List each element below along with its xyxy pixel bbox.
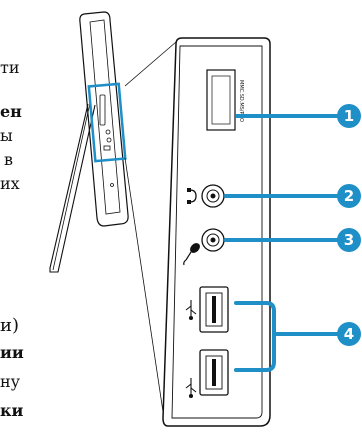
callout-lines bbox=[224, 114, 342, 372]
callout-3: 3 bbox=[337, 228, 361, 252]
text-fragment-5: их bbox=[0, 174, 20, 193]
headphone-icon bbox=[187, 188, 197, 204]
text-fragment-2: ен bbox=[0, 102, 22, 121]
zoom-line-bottom bbox=[124, 157, 166, 426]
usb-port-1 bbox=[199, 286, 229, 333]
headphone-jack bbox=[201, 184, 225, 208]
callout-1: 1 bbox=[337, 104, 361, 128]
text-fragment-4: в bbox=[4, 150, 14, 169]
microphone-jack bbox=[201, 228, 225, 252]
card-slot-label: MMC.SD.MS/PRO bbox=[238, 80, 244, 122]
highlight-box bbox=[87, 82, 127, 163]
svg-text:1: 1 bbox=[344, 107, 354, 125]
svg-text:4: 4 bbox=[344, 325, 354, 343]
usb-icon-2 bbox=[185, 378, 197, 399]
text-fragment-9: ки bbox=[0, 401, 24, 420]
text-fragment-6: и) bbox=[0, 315, 20, 336]
svg-text:3: 3 bbox=[344, 231, 354, 249]
zoom-line-top bbox=[124, 41, 177, 87]
svg-text:2: 2 bbox=[344, 187, 354, 205]
microphone-icon bbox=[183, 243, 200, 266]
callout-4: 4 bbox=[337, 322, 361, 346]
text-fragment-1: ти bbox=[0, 58, 20, 77]
pc-side-view bbox=[49, 11, 129, 273]
callout-2: 2 bbox=[337, 184, 361, 208]
usb-icon-1 bbox=[185, 300, 197, 321]
text-fragment-8: ну bbox=[0, 372, 21, 391]
text-fragment-7: ии bbox=[0, 343, 24, 362]
usb-port-2 bbox=[199, 349, 229, 396]
card-reader-slot bbox=[206, 69, 236, 131]
text-fragment-3: ы bbox=[0, 126, 13, 145]
